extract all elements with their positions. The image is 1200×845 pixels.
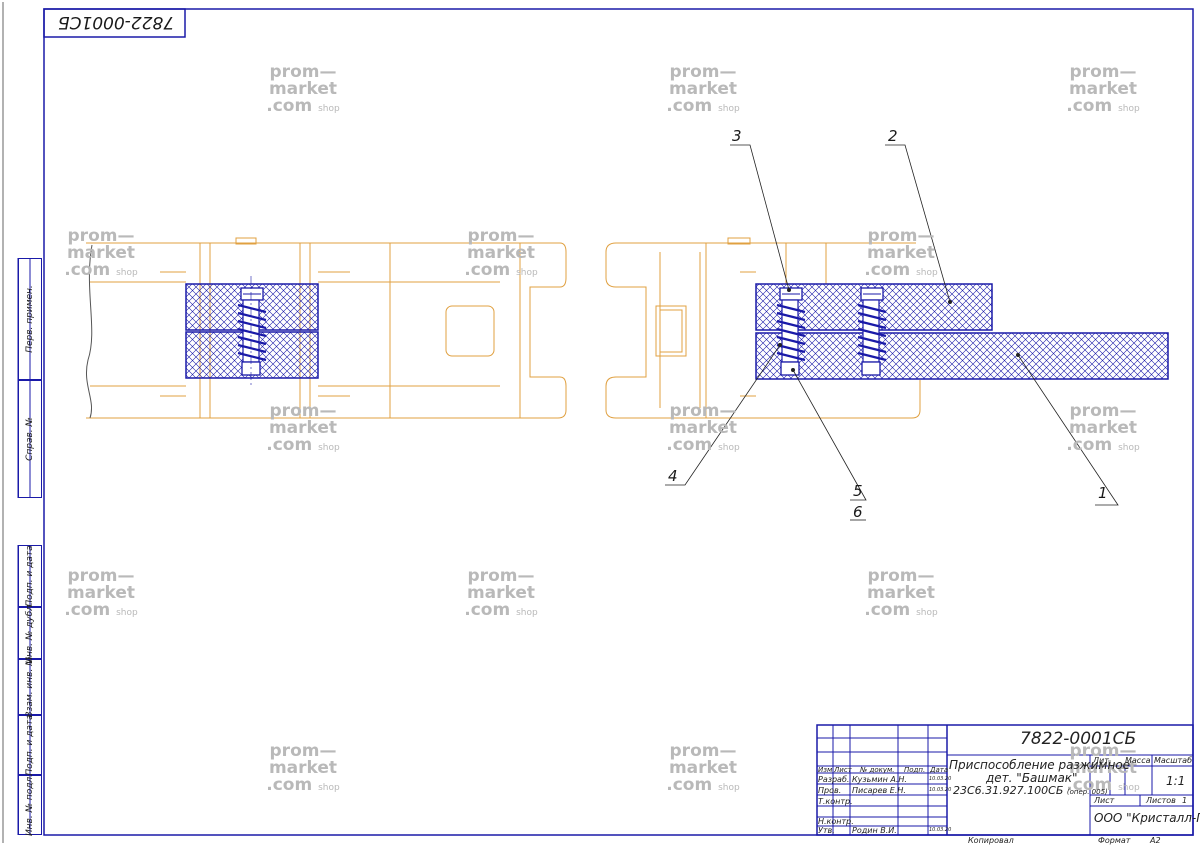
tb-row-role: Утв. [818, 826, 835, 835]
scale-value: 1:1 [1166, 774, 1186, 788]
side-stamp-inv-podl: Инв. № подл. [18, 774, 42, 836]
side-stamp-perv-primen: Перв. примен. [18, 258, 42, 380]
sheets-label: Листов [1146, 796, 1176, 805]
callout-2: 2 [888, 127, 898, 145]
scale-label: Масштаб [1154, 756, 1193, 765]
watermark: prom—market.com shop [464, 566, 538, 620]
tb-col-ndokum: № докум. [860, 766, 895, 774]
callout-1: 1 [1098, 484, 1108, 502]
mirrored-drawing-code: 7822-0001СБ [57, 12, 175, 32]
callout-4: 4 [668, 467, 678, 485]
tb-row-role: Т.контр. [818, 797, 853, 806]
leader-lines [665, 144, 1119, 521]
watermark: prom—market.com shop [464, 226, 538, 280]
callout-3: 3 [732, 127, 742, 145]
tb-row-date: 10.03.20 [929, 827, 952, 833]
tb-row-date: 10.03.20 [929, 776, 952, 782]
tb-col-podp: Подп. [904, 766, 926, 774]
watermark: prom—market.com shop [266, 62, 340, 116]
sheet-label: Лист [1094, 796, 1115, 805]
side-stamp-vzam-inv: Взам. инв. № [18, 656, 42, 718]
sheets-value: 1 [1182, 796, 1188, 805]
tb-row-role: Пров. [818, 786, 842, 795]
copied-label: Копировал [968, 836, 1014, 845]
tb-row-date: 10.03.20 [929, 787, 952, 793]
watermark: prom—market.com shop [1066, 62, 1140, 116]
operation-note: (опер. 005) [1066, 788, 1108, 796]
watermark: prom—market.com shop [666, 401, 740, 455]
watermark: prom—market.com shop [666, 62, 740, 116]
watermark: prom—market.com shop [864, 566, 938, 620]
part-outline-right [605, 237, 921, 419]
watermark: prom—market.com shop [666, 741, 740, 795]
watermark: prom—market.com shop [266, 741, 340, 795]
company-name: ООО "Кристалл-Плюс" [1094, 811, 1200, 825]
product-name-line1: Приспособление разжимное [949, 758, 1131, 772]
lit-label: Лит. [1093, 756, 1112, 765]
product-code: 23С6.31.927.100СБ [953, 784, 1064, 797]
tb-row-name: Кузьмин А.Н. [852, 775, 907, 784]
format-value: A2 [1150, 836, 1161, 845]
side-stamp-podp-data-2: Подп. и дата [18, 714, 42, 776]
callout-5: 5 [853, 482, 863, 500]
tb-col-list: Лист [834, 766, 852, 774]
tb-row-role: Н.контр. [818, 817, 854, 826]
mass-label: Масса [1125, 756, 1151, 765]
part-outline-left [86, 237, 567, 419]
tb-col-izm: Изм [818, 766, 833, 774]
watermark: prom—market.com shop [64, 566, 138, 620]
tb-row-role: Разраб. [818, 775, 850, 784]
product-designation: 23С6.31.927.100СБ (опер. 005) [953, 784, 1108, 797]
title-block-grid [816, 724, 1194, 836]
callout-6: 6 [853, 503, 863, 521]
tb-row-name: Родин В.И. [852, 826, 897, 835]
tb-col-data: Дата [930, 766, 949, 774]
drawing-frame [43, 8, 1194, 836]
product-name-line2: дет. "Башмак" [986, 771, 1078, 785]
code-box [43, 8, 186, 38]
watermark: prom—market.com shop [864, 226, 938, 280]
format-label: Формат [1098, 836, 1131, 845]
side-stamp-inv-dubl: Инв. № дубл. [18, 602, 42, 664]
title-block-drawing-code: 7822-0001СБ [1020, 729, 1137, 749]
side-stamp-podp-data-1: Подп. и дата [18, 545, 42, 607]
left-assembly [185, 276, 319, 386]
tb-row-name: Писарев Е.Н. [852, 786, 906, 795]
side-stamp-sprav-no: Справ. № [18, 380, 42, 498]
break-line-left [86, 244, 93, 419]
watermark: prom—market.com shop [1066, 401, 1140, 455]
right-assembly [755, 283, 1169, 380]
watermark: prom—market.com shop [266, 401, 340, 455]
watermark: prom—market.com shop [1066, 741, 1140, 795]
watermark: prom—market.com shop [64, 226, 138, 280]
